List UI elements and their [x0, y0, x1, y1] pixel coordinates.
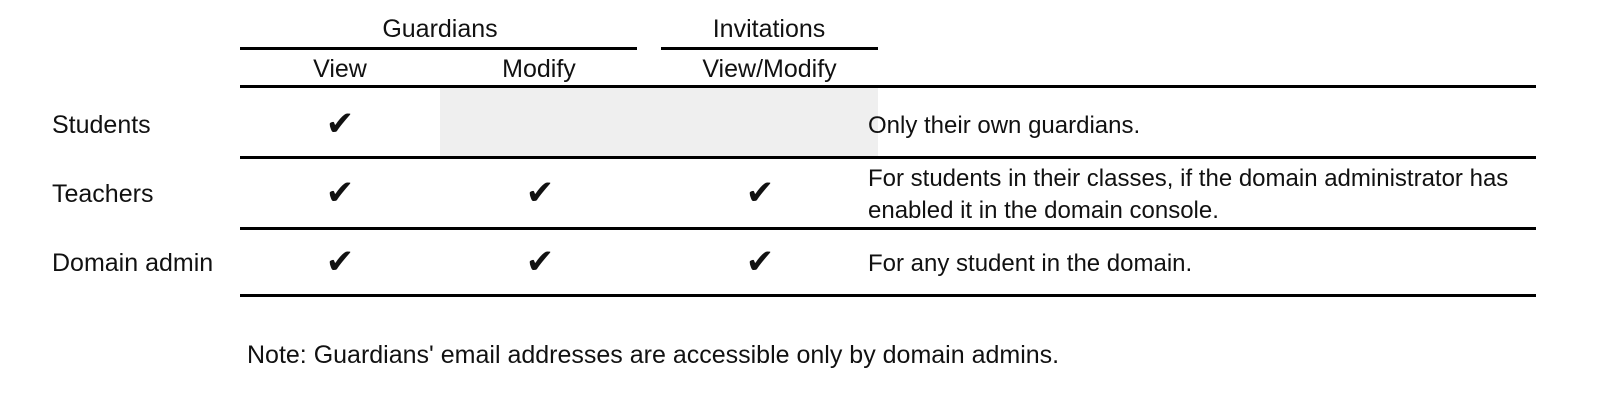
rule-under-invitations-group — [661, 47, 878, 50]
check-icon-teachers-modify: ✔ — [525, 173, 555, 213]
check-icon-students-view: ✔ — [325, 104, 355, 144]
rule-below-column-headers — [240, 85, 1536, 88]
footnote-text: Note: Guardians' email addresses are acc… — [247, 341, 1060, 369]
disabled-cell-students-modify-invitations — [440, 88, 878, 156]
rule-under-guardians-group — [240, 47, 637, 50]
row-label-domain-admin: Domain admin — [52, 249, 214, 277]
column-header-modify: Modify — [502, 55, 576, 83]
rule-below-students-row — [240, 156, 1536, 159]
check-icon-teachers-view: ✔ — [325, 173, 355, 213]
check-icon-domain-admin-modify: ✔ — [525, 242, 555, 282]
notes-students: Only their own guardians. — [868, 112, 1141, 139]
notes-domain-admin: For any student in the domain. — [868, 250, 1193, 277]
column-header-view: View — [313, 55, 367, 83]
check-icon-domain-admin-invitations: ✔ — [745, 242, 775, 282]
check-icon-domain-admin-view: ✔ — [325, 242, 355, 282]
column-group-header-invitations: Invitations — [712, 15, 826, 43]
rule-table-bottom — [240, 294, 1536, 297]
column-header-view-modify: View/Modify — [702, 55, 837, 83]
row-label-students: Students — [52, 111, 151, 139]
check-icon-teachers-invitations: ✔ — [745, 173, 775, 213]
notes-teachers: For students in their classes, if the do… — [868, 165, 1509, 224]
rule-below-teachers-row — [240, 227, 1536, 230]
column-group-header-guardians: Guardians — [382, 15, 498, 43]
row-label-teachers: Teachers — [52, 180, 154, 208]
